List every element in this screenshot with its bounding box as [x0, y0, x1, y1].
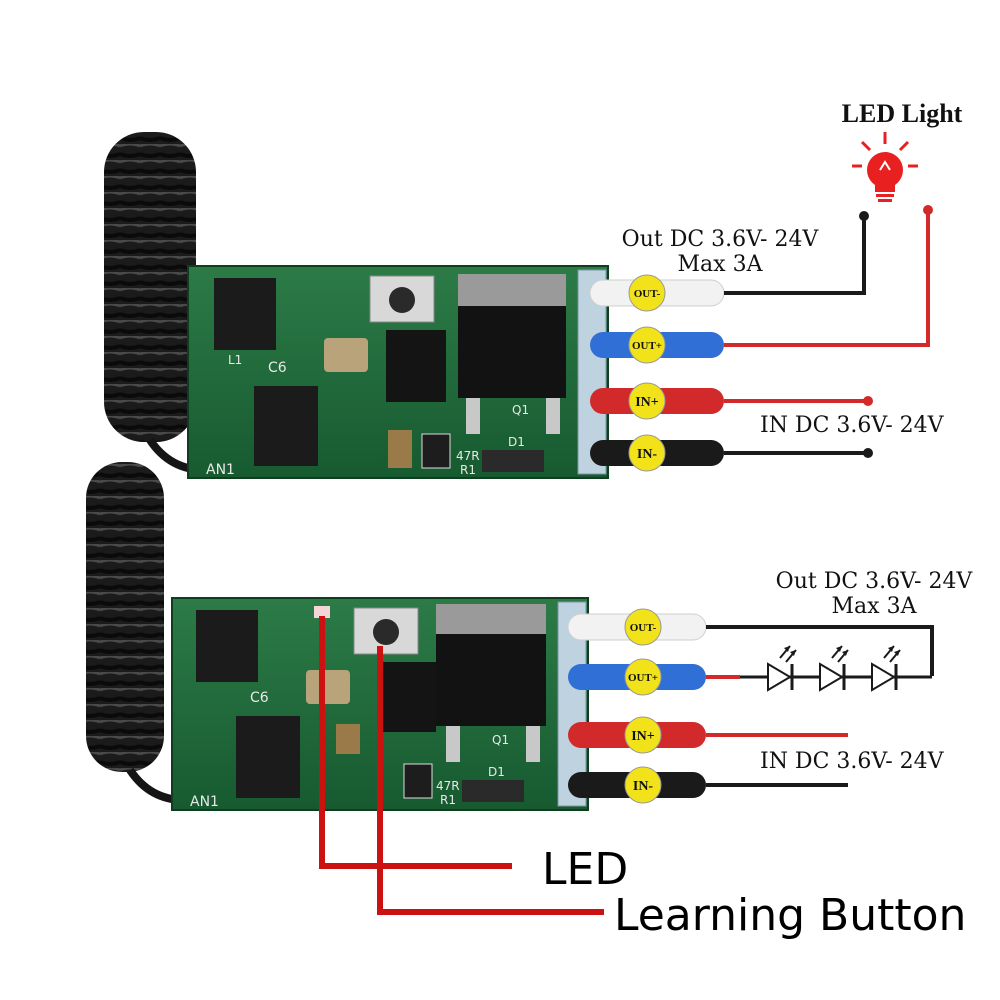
top-chip-1	[214, 278, 276, 350]
bottom-silk-r1: R1	[440, 793, 456, 807]
top-mosfet-lead-2	[546, 398, 560, 434]
bottom-crystal	[306, 670, 350, 704]
bottom-output-label-line2: Max 3A	[832, 594, 918, 619]
svg-text:IN+: IN+	[631, 729, 655, 744]
callout-learning-button: Learning Button	[377, 646, 966, 941]
bottom-regulator-body	[380, 662, 436, 732]
svg-text:IN+: IN+	[635, 395, 659, 410]
top-crystal	[324, 338, 368, 372]
top-output-label-line1: Out DC 3.6V- 24V	[622, 227, 820, 252]
top-module: C6 AN1 47R R1 D1 Q1 L1	[104, 99, 963, 479]
bottom-silk-q1: Q1	[492, 733, 509, 747]
top-diode	[482, 450, 544, 472]
top-regulator-body	[386, 330, 446, 402]
top-badge-out-minus: OUT-	[628, 274, 666, 312]
bottom-output-label-line1: Out DC 3.6V- 24V	[776, 569, 974, 594]
top-input-label: IN DC 3.6V- 24V	[760, 413, 945, 438]
top-learning-button-cap	[389, 287, 415, 313]
bottom-chip-2	[236, 716, 300, 798]
top-badge-out-plus: OUT+	[628, 326, 666, 364]
top-silk-r1: R1	[460, 463, 476, 477]
top-badge-in-plus: IN+	[628, 382, 666, 420]
bottom-mosfet-lead-2	[526, 726, 540, 762]
top-chip-2	[254, 386, 318, 466]
bottom-learning-button-cap	[373, 619, 399, 645]
bottom-badge-out-plus: OUT+	[624, 658, 662, 696]
bulb-icon	[852, 132, 918, 202]
bottom-module: C6 AN1 47R R1 D1 Q1	[86, 462, 974, 811]
svg-text:OUT+: OUT+	[628, 672, 658, 684]
bottom-mosfet-body	[436, 634, 546, 726]
bottom-badge-in-minus: IN-	[624, 766, 662, 804]
bottom-cap-brown	[336, 724, 360, 754]
top-silk-c6: C6	[268, 360, 287, 376]
svg-text:OUT-: OUT-	[630, 622, 657, 634]
callout-led: LED	[319, 616, 628, 895]
top-silk-an1: AN1	[206, 462, 235, 478]
top-silk-d1: D1	[508, 435, 525, 449]
bottom-badge-out-minus: OUT-	[624, 608, 662, 646]
bottom-chip-1	[196, 610, 258, 682]
top-silk-47r: 47R	[456, 449, 480, 463]
top-silk-q1: Q1	[512, 403, 529, 417]
bottom-diode	[462, 780, 524, 802]
led-diode-icon	[871, 645, 901, 692]
bottom-silk-d1: D1	[488, 765, 505, 779]
bottom-resistor	[403, 763, 433, 799]
bottom-mosfet-lead-1	[446, 726, 460, 762]
top-resistor	[421, 433, 451, 469]
top-badge-in-minus: IN-	[628, 434, 666, 472]
bottom-antenna-coil	[86, 462, 185, 804]
bottom-silk-c6: C6	[250, 690, 269, 706]
led-diode-icon	[819, 645, 849, 692]
bottom-input-label: IN DC 3.6V- 24V	[760, 749, 945, 774]
top-led-light-label: LED Light	[842, 99, 963, 128]
bottom-silk-47r: 47R	[436, 779, 460, 793]
bottom-silk-an1: AN1	[190, 794, 219, 810]
callout-learning-button-label: Learning Button	[614, 890, 966, 941]
bottom-led	[314, 606, 330, 618]
top-mosfet-lead-1	[466, 398, 480, 434]
bottom-wire-in-plus	[568, 722, 848, 748]
top-cap-brown	[388, 430, 412, 468]
svg-text:OUT-: OUT-	[634, 288, 661, 300]
top-silk-l1: L1	[228, 353, 242, 367]
top-mosfet-body	[458, 306, 566, 398]
led-diode-icon	[767, 645, 797, 692]
svg-text:IN-: IN-	[637, 447, 658, 462]
callout-led-label: LED	[542, 844, 628, 895]
svg-text:OUT+: OUT+	[632, 340, 662, 352]
top-output-label-line2: Max 3A	[678, 252, 764, 277]
top-pcb: C6 AN1 47R R1 D1 Q1 L1	[187, 265, 609, 479]
bottom-badge-in-plus: IN+	[624, 716, 662, 754]
svg-text:IN-: IN-	[633, 779, 654, 794]
bottom-wire-in-minus	[568, 772, 848, 798]
